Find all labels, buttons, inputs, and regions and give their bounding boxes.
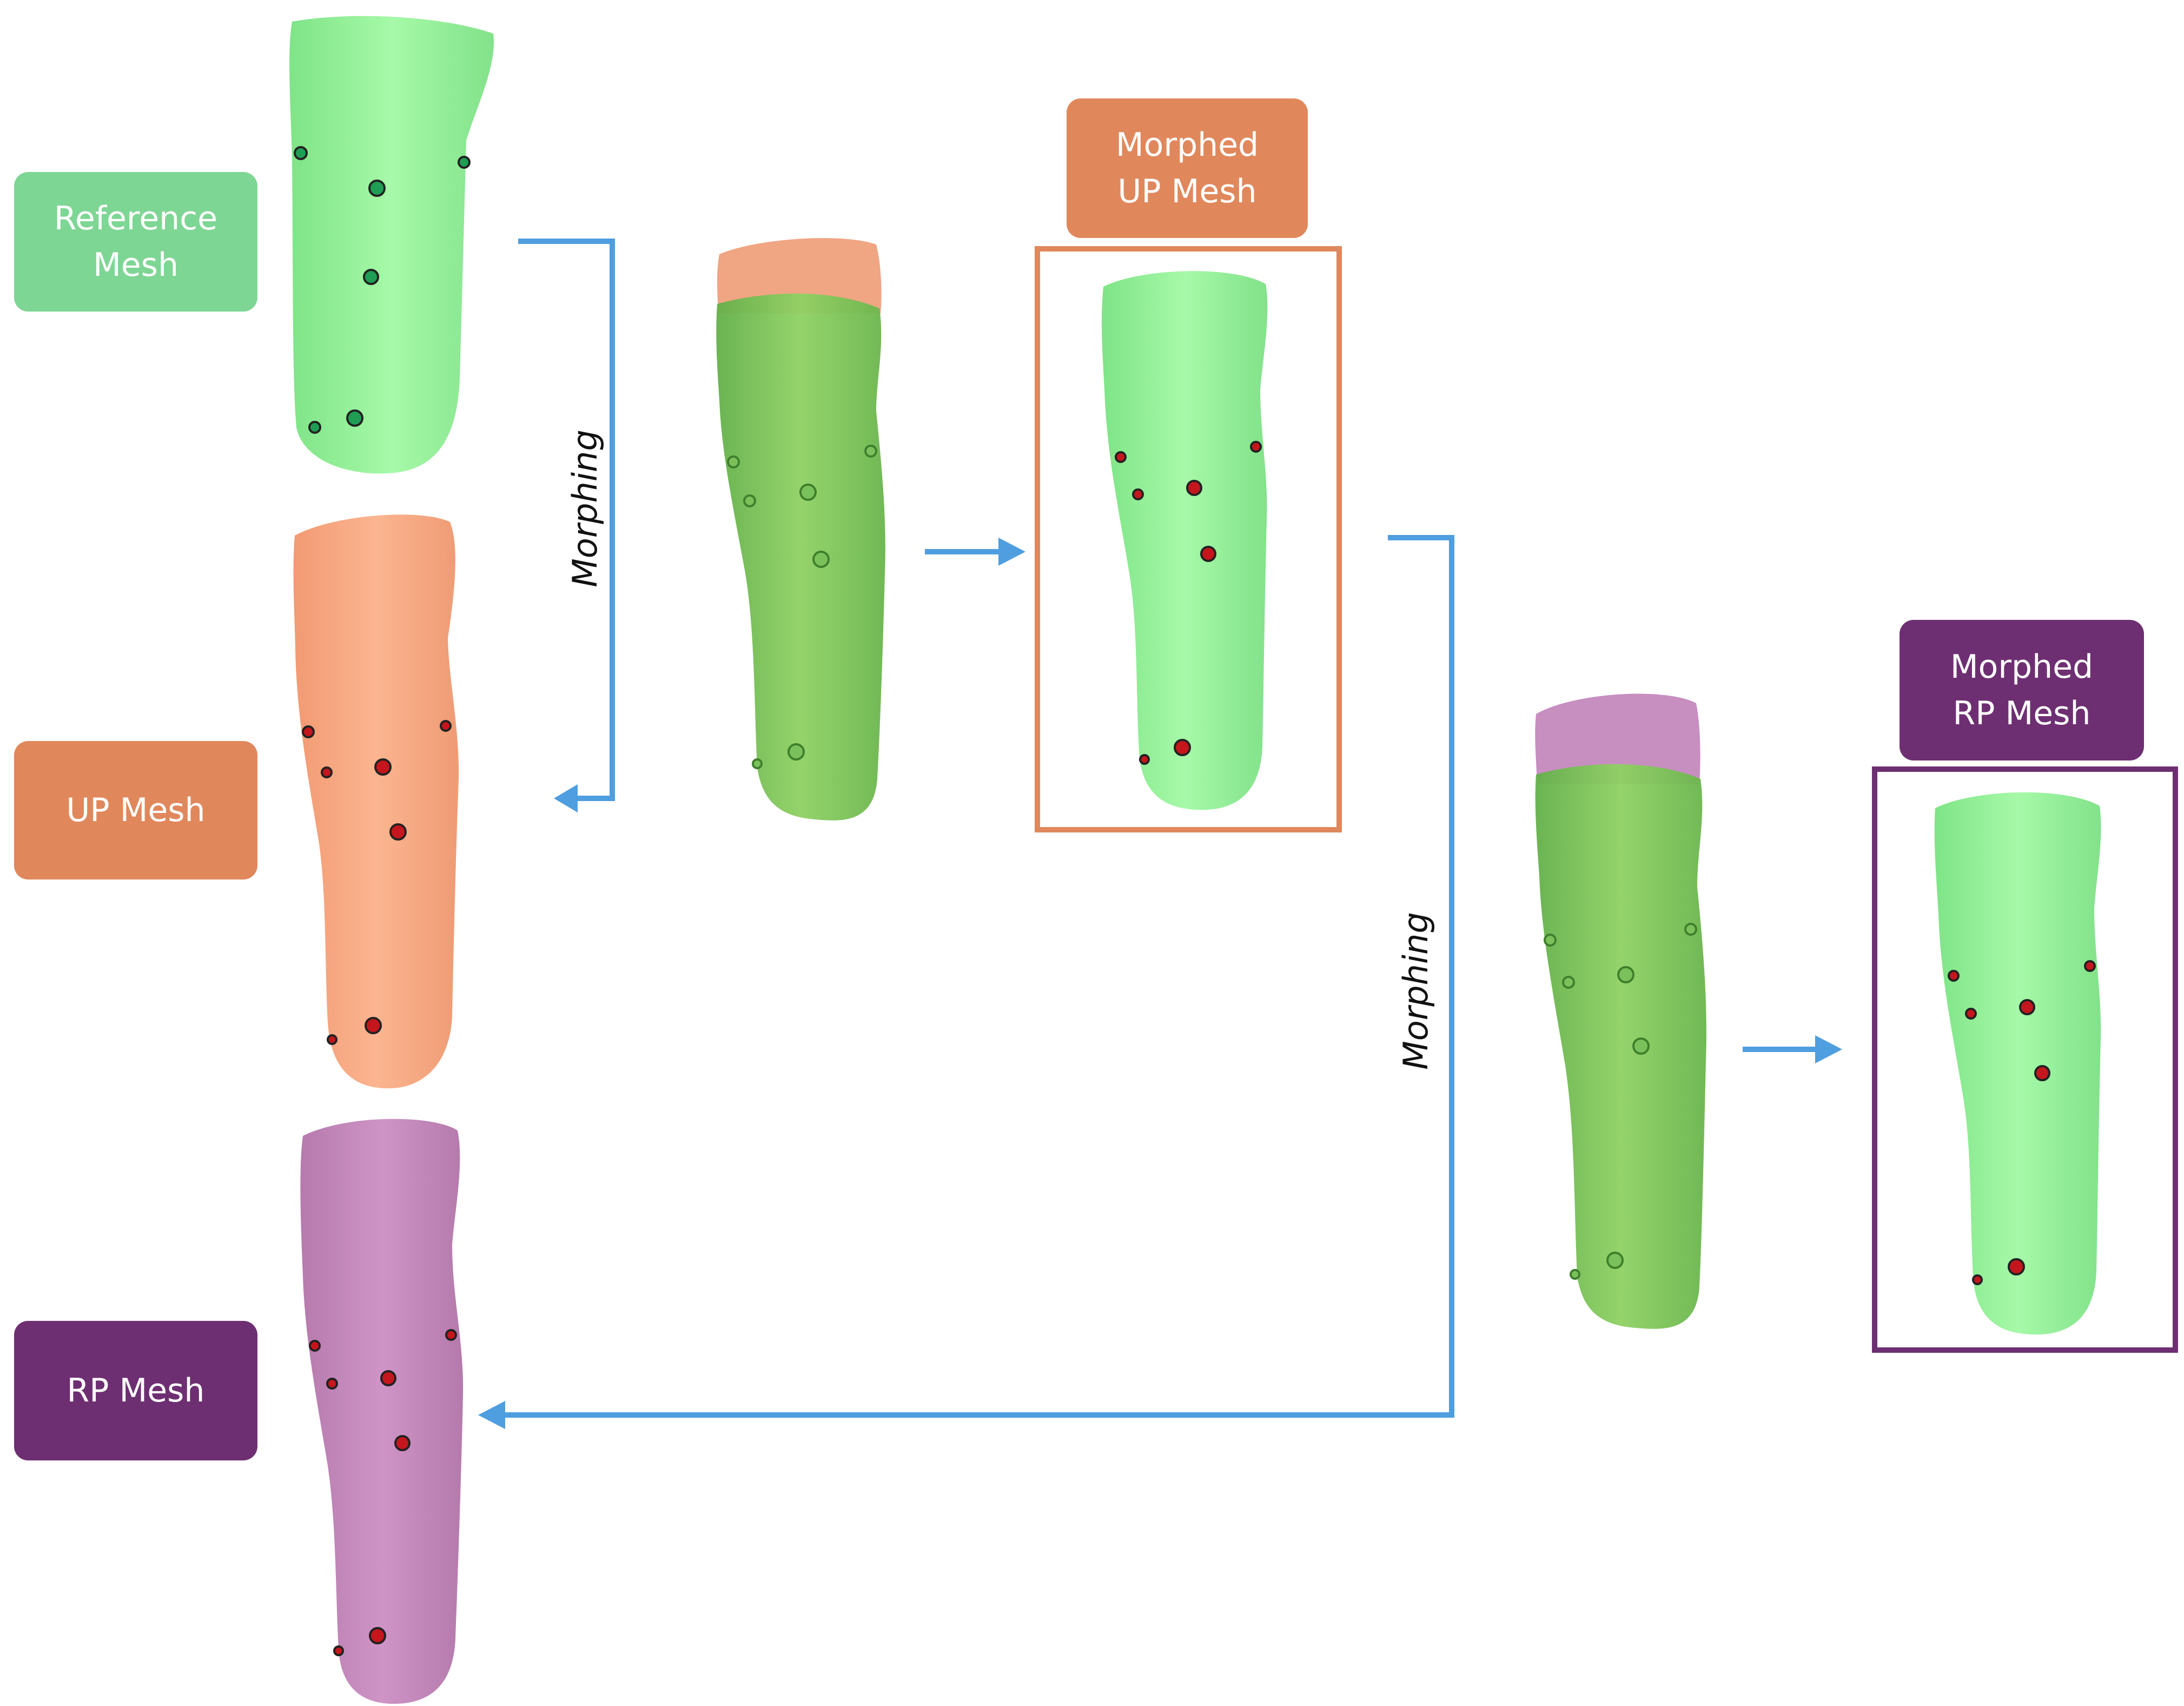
morphed-up-mesh [1101, 271, 1268, 810]
morphed-up-frame [1035, 246, 1342, 832]
morphed-up-landmark [1250, 441, 1262, 453]
up-mesh-label: UP Mesh [14, 741, 257, 880]
rp-landmark [445, 1329, 457, 1341]
overlay-rp-landmark [1606, 1252, 1624, 1269]
up-landmark [302, 725, 315, 738]
rp-landmark [309, 1340, 321, 1352]
overlay-up-orange-cap [717, 238, 882, 314]
morphed-rp-frame [1872, 766, 2178, 1353]
morphed-rp-mesh-label: Morphed RP Mesh [1900, 620, 2144, 761]
reference-landmark [368, 180, 386, 197]
morphed-rp-landmark [1965, 1008, 1977, 1020]
morphed-up-landmark [1115, 451, 1127, 463]
morphed-up-landmark [1174, 739, 1191, 756]
reference-landmark [308, 421, 321, 434]
overlay-up-landmark [864, 445, 877, 458]
overlay-rp-green-body [1535, 764, 1706, 1329]
overlay-up-landmark [787, 743, 805, 761]
morphed-rp-mesh-body [1934, 792, 2101, 1335]
morphing-arrow-top [518, 239, 615, 801]
morphed-rp-label-line1: Morphed [1950, 648, 2094, 686]
arrow-overlay-to-morphed-rp-head [1815, 1035, 1842, 1063]
up-landmark [440, 720, 452, 732]
rp-mesh-label: RP Mesh [14, 1321, 257, 1460]
overlay-up-landmark [799, 484, 817, 501]
overlay-up-landmark [743, 494, 756, 507]
morphed-up-landmark [1132, 488, 1144, 500]
rp-mesh-label-text: RP Mesh [67, 1372, 205, 1410]
overlay-mesh-up [716, 238, 885, 821]
reference-mesh [289, 16, 494, 474]
morphing-arrow-top-head [554, 784, 578, 812]
reference-landmark [458, 156, 471, 169]
overlay-up-landmark [752, 758, 763, 769]
morphed-up-landmark [1200, 546, 1216, 562]
morphed-rp-mesh [1934, 792, 2101, 1335]
reference-landmark [346, 409, 363, 427]
morphing-arrow-bottom-head [478, 1401, 505, 1429]
arrow-overlay-to-morphed-up-head [998, 538, 1025, 566]
morphed-rp-landmark [1972, 1274, 1983, 1285]
up-landmark [365, 1017, 382, 1034]
up-landmark [389, 823, 407, 841]
reference-mesh-body [289, 16, 494, 474]
overlay-up-green-body [716, 293, 885, 821]
rp-landmark [380, 1370, 396, 1386]
up-mesh-label-text: UP Mesh [66, 791, 206, 829]
morphed-rp-landmark [2034, 1065, 2050, 1081]
rp-mesh [300, 1119, 464, 1704]
morphed-up-mesh-label: Morphed UP Mesh [1067, 98, 1308, 238]
overlay-rp-landmark [1617, 966, 1634, 983]
overlay-up-landmark [727, 455, 740, 468]
overlay-rp-landmark [1562, 976, 1575, 989]
overlay-rp-purple-cap [1535, 693, 1700, 784]
morphed-rp-landmark [2008, 1258, 2025, 1275]
reference-mesh-label-line1: Reference [54, 200, 218, 237]
reference-landmark [294, 146, 308, 160]
morphed-rp-landmark [2084, 960, 2096, 972]
up-mesh [293, 514, 459, 1089]
morphed-rp-landmark [1948, 970, 1960, 982]
up-landmark [327, 1034, 337, 1045]
morphed-up-mesh-body [1101, 271, 1268, 810]
overlay-rp-landmark [1632, 1037, 1650, 1055]
rp-landmark [369, 1627, 386, 1644]
rp-landmark [333, 1645, 344, 1656]
morphed-up-landmark [1186, 480, 1202, 496]
up-mesh-body [293, 514, 459, 1089]
up-landmark [374, 758, 392, 776]
reference-landmark [363, 269, 379, 285]
overlay-mesh-rp [1535, 693, 1706, 1329]
rp-landmark [326, 1378, 338, 1390]
morphed-up-label-line2: UP Mesh [1117, 173, 1257, 210]
morphed-rp-label-line2: RP Mesh [1953, 695, 2091, 732]
overlay-rp-landmark [1684, 923, 1697, 936]
morphed-rp-landmark [2019, 999, 2035, 1015]
morphed-up-label-line1: Morphed [1115, 126, 1259, 164]
overlay-rp-landmark [1544, 934, 1557, 947]
overlay-rp-landmark [1570, 1269, 1580, 1280]
up-landmark [321, 766, 333, 778]
reference-mesh-label: Reference Mesh [14, 172, 257, 312]
rp-landmark [394, 1435, 411, 1451]
rp-mesh-body [300, 1119, 464, 1704]
morphed-up-landmark [1139, 754, 1150, 765]
reference-mesh-label-line2: Mesh [93, 246, 178, 284]
overlay-up-landmark [812, 551, 830, 568]
morphing-arrow-bottom [505, 535, 1454, 1418]
